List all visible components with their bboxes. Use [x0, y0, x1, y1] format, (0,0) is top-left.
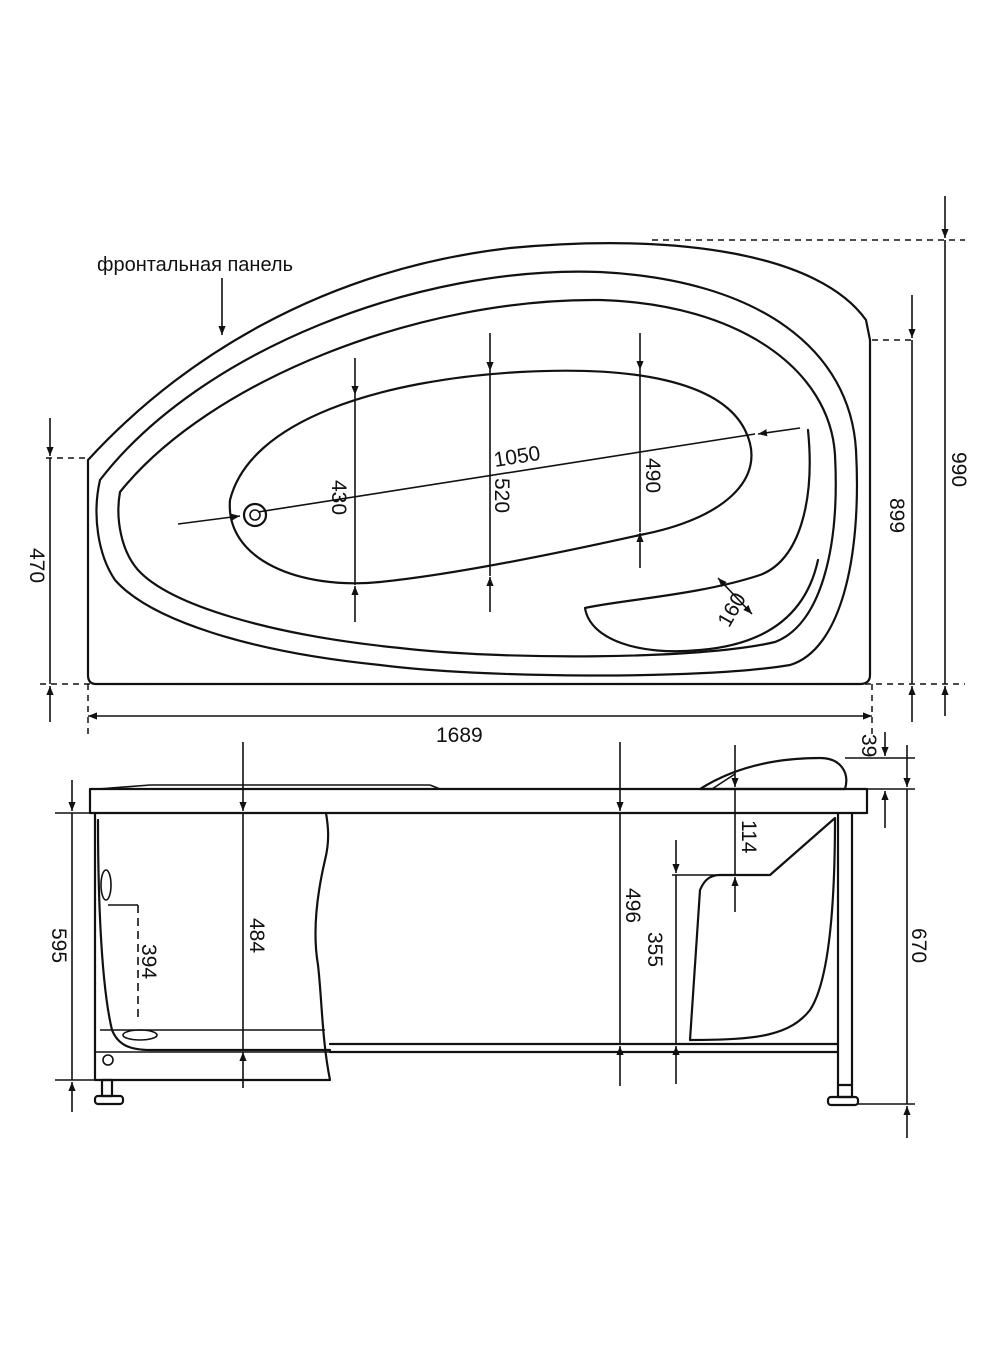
- top-view: фронтальная панель 1050 430 520 490 160: [25, 196, 970, 747]
- dim-drain-height: 394: [137, 944, 160, 979]
- dim-seat-height: 355: [643, 932, 666, 967]
- side-foot-right: [836, 1083, 854, 1099]
- side-front-panel: [93, 811, 332, 1082]
- dim-headrest-height: 114: [737, 820, 760, 854]
- dim-front-height: 595: [47, 928, 70, 963]
- side-tub-profile: [96, 818, 332, 1052]
- dim-depth-side: 899: [885, 498, 908, 533]
- dim-inner-length: 1050: [492, 442, 542, 472]
- top-rim-contour: [95, 270, 859, 677]
- dim-width-total: 1689: [436, 724, 483, 747]
- dim-depth-mid: 484: [245, 918, 268, 953]
- dim-height-total: 670: [907, 928, 930, 963]
- front-panel-label: фронтальная панель: [97, 254, 293, 276]
- top-outer-contour: [86, 242, 872, 686]
- side-seat-profile: [688, 816, 837, 1042]
- dim-inner-width-mid: 520: [490, 478, 513, 513]
- dim-depth-total: 990: [947, 452, 970, 487]
- top-basin-floor: [228, 369, 753, 585]
- dim-depth-right: 496: [621, 888, 644, 923]
- dim-seat-width: 160: [713, 589, 750, 631]
- dim-rim-thickness: 39: [857, 734, 880, 757]
- side-headrest: [698, 756, 848, 791]
- drain-icon: [242, 502, 268, 528]
- side-rim: [88, 787, 869, 815]
- top-inner-rim-contour: [117, 298, 837, 658]
- side-view: 595 394 484 496 355 114 39 670: [47, 732, 930, 1138]
- top-seat: [583, 428, 820, 653]
- dim-depth-left: 470: [25, 548, 48, 583]
- dim-inner-width-right: 490: [641, 458, 664, 493]
- side-foot-left: [100, 1078, 114, 1098]
- dim-inner-width-left: 430: [327, 480, 350, 515]
